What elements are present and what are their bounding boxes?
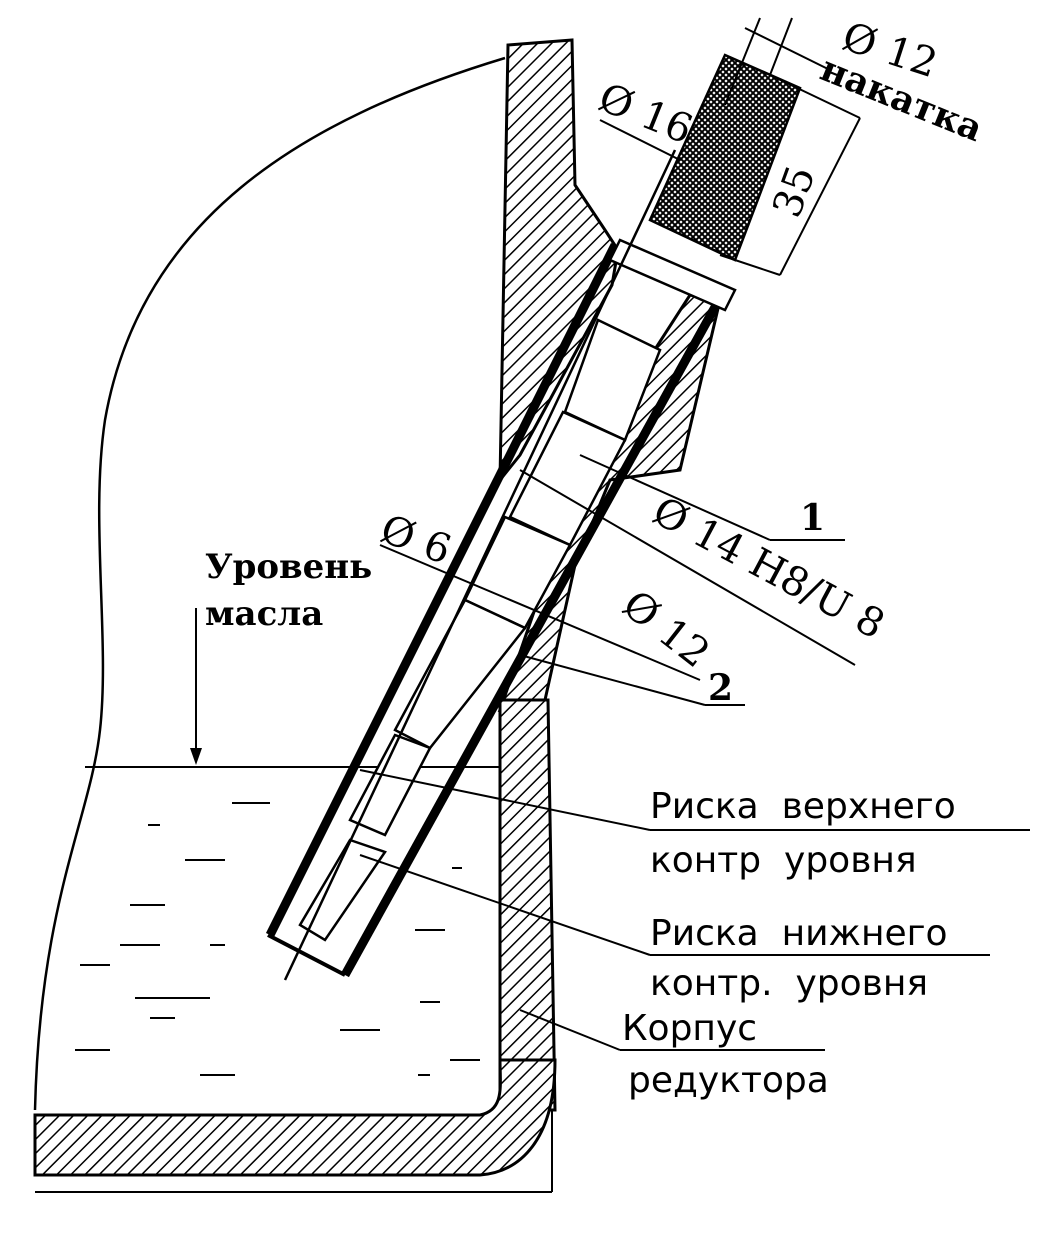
label-housing-2: редуктора bbox=[628, 1060, 829, 1101]
label-upper-mark-2: контр уровня bbox=[650, 840, 917, 881]
label-part-2: 2 bbox=[708, 667, 733, 709]
oil-surface-dashes bbox=[75, 802, 480, 1076]
label-length-35: 35 bbox=[764, 160, 825, 224]
label-oil-level-2: масла bbox=[205, 594, 323, 634]
housing-side-wall-section bbox=[498, 698, 557, 1112]
label-upper-mark-1: Риска верхнего bbox=[650, 786, 956, 827]
label-lower-mark-2: контр. уровня bbox=[650, 963, 928, 1004]
housing-outline bbox=[33, 56, 506, 1111]
handle-dimension-lines bbox=[599, 17, 861, 276]
leader-lines bbox=[359, 454, 1030, 1051]
label-housing-1: Корпус bbox=[622, 1008, 757, 1049]
dipstick-rod bbox=[283, 149, 737, 981]
label-dia-16: Ø 16 bbox=[592, 75, 699, 154]
label-dia-12-lower: Ø 12 bbox=[614, 582, 718, 678]
oil-level-arrow bbox=[190, 748, 202, 765]
label-oil-level-1: Уровень bbox=[205, 547, 372, 587]
label-lower-mark-1: Риска нижнего bbox=[650, 913, 948, 954]
dipstick-tube bbox=[265, 242, 724, 978]
label-dia-6: Ø 6 bbox=[375, 506, 457, 573]
label-part-1: 1 bbox=[800, 497, 825, 539]
housing-bottom-section bbox=[33, 1058, 557, 1177]
